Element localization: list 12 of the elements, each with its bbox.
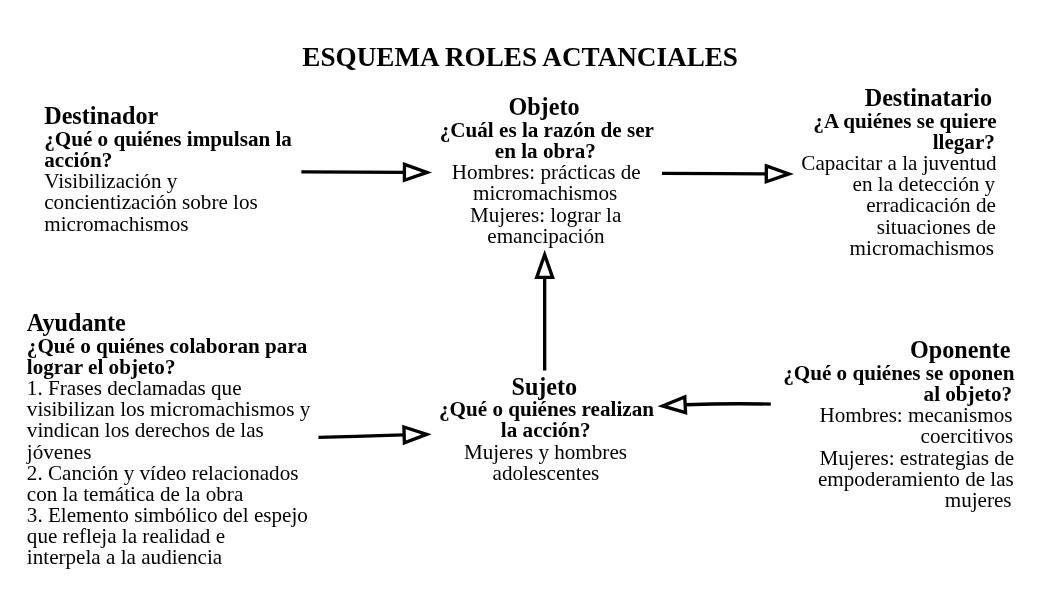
node-text: Destinatario ¿A quiénes se quiere llegar? Capacitar a la juventud en la detección y erradicación de situaciones de micromachismos (801, 83, 997, 260)
arrow (534, 249, 555, 371)
arrow (301, 161, 433, 183)
node-text: Oponente ¿Qué o quiénes se oponen al objeto? Hombres: mecanismos coercitivos Mujeres: estrategias de empoderamiento de las mujeres (783, 335, 1015, 512)
arrow (662, 163, 794, 184)
node-text: Ayudante ¿Qué o quiénes colaboran para lograr el objeto? 1. Frases declamadas que visibilizan los micromachismos y vindican los derechos de las jóvenes 2. Canción y vídeo relacionados con la temática de la obra 3. Elemento simbólico del espejo que refleja la realidad e interpela a la audiencia (26, 308, 311, 569)
diagram-title: ESQUEMA ROLES ACTANCIALES (302, 41, 738, 72)
node-text: Sujeto ¿Qué o quiénes realizan la acción? Mujeres y hombres adolescentes (438, 372, 654, 485)
arrow (657, 393, 771, 415)
node-text: Destinador ¿Qué o quiénes impulsan la acción? Visibilización y concientización sobre los micromachismos (44, 101, 292, 236)
arrow (318, 424, 432, 445)
node-text: Objeto ¿Cuál es la razón de ser en la obra? Hombres: prácticas de micromachismos Mujeres: lograr la emancipación (439, 92, 654, 248)
